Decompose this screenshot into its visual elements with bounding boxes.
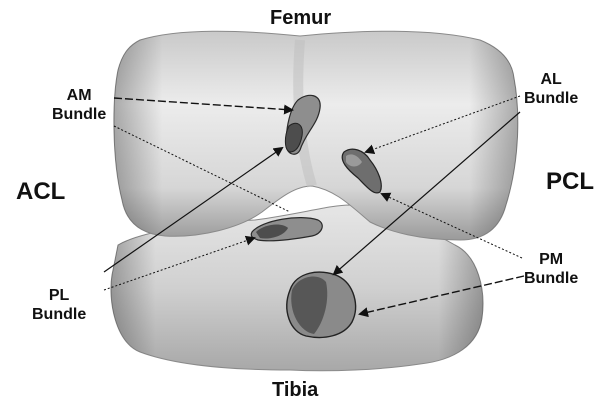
am-label-line1: AM: [52, 86, 106, 105]
pl-label-line2: Bundle: [32, 305, 86, 324]
pm-bundle-label: PM Bundle: [524, 250, 578, 288]
pm-label-line2: Bundle: [524, 269, 578, 288]
acl-label: ACL: [16, 178, 65, 207]
femur-bone: [114, 31, 518, 240]
pcl-label: PCL: [546, 168, 594, 197]
am-label-line2: Bundle: [52, 105, 106, 124]
pl-bundle-label: PL Bundle: [32, 286, 86, 324]
pm-footprint: [287, 272, 356, 337]
femur-label: Femur: [270, 6, 331, 30]
tibia-label: Tibia: [272, 378, 318, 402]
pl-label-line1: PL: [32, 286, 86, 305]
al-label-line1: AL: [524, 70, 578, 89]
am-bundle-label: AM Bundle: [52, 86, 106, 124]
al-bundle-label: AL Bundle: [524, 70, 578, 108]
pm-label-line1: PM: [524, 250, 578, 269]
al-label-line2: Bundle: [524, 89, 578, 108]
